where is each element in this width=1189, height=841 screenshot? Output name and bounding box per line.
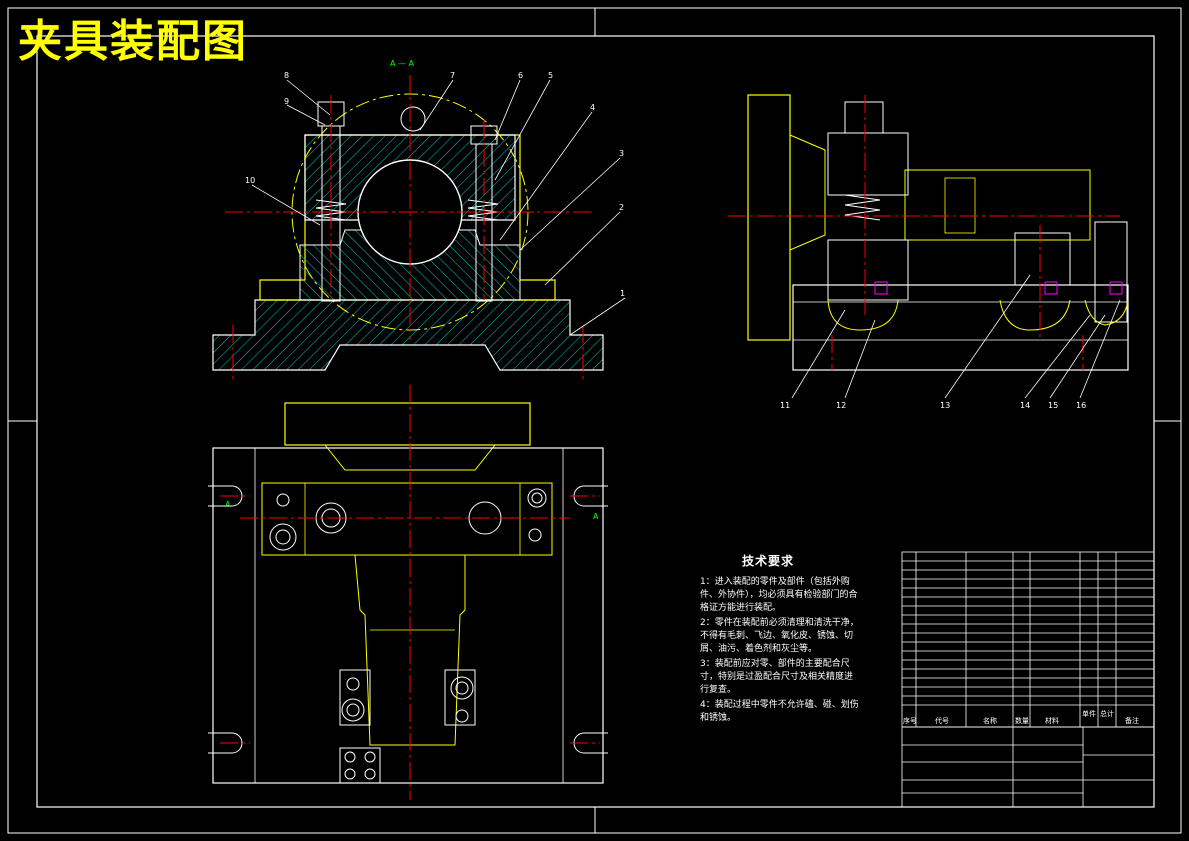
side-base (792, 284, 1129, 371)
balloon-4: 4 (590, 103, 595, 112)
top-clamp-bar (261, 482, 553, 556)
balloon-9: 9 (284, 97, 289, 106)
side-view: 11 12 13 14 15 16 (728, 94, 1129, 410)
section-label: A — A (390, 59, 415, 68)
bom-header-qty: 数量 (1015, 716, 1029, 725)
balloon-16: 16 (1076, 401, 1086, 410)
bom-header-total: 总计 (1100, 709, 1114, 718)
bom-header-code: 代号 (935, 716, 949, 725)
balloon-10: 10 (245, 176, 255, 185)
bom-header-material: 材料 (1045, 716, 1059, 725)
drawing-frame (7, 7, 1182, 834)
balloon-12: 12 (836, 401, 846, 410)
bom-table (901, 551, 1155, 808)
clamp-block-upper (827, 132, 909, 196)
top-base (212, 447, 604, 784)
end-stop (1094, 221, 1128, 323)
tech-item-4: 4：装配过程中零件不允许磕、碰、划伤和锈蚀。 (700, 700, 859, 723)
bom-header-name: 名称 (983, 716, 997, 725)
balloon-7: 7 (450, 71, 455, 80)
tech-item-1: 1：进入装配的零件及部件（包括外购件、外协件），均必须具有检验部门的合格证方能进… (700, 577, 858, 613)
clamp-nut (844, 101, 884, 134)
balloon-14: 14 (1020, 401, 1030, 410)
balloon-1: 1 (620, 289, 625, 298)
bom-header-unit: 单件 (1082, 709, 1096, 718)
view-mark-right: A (593, 512, 599, 521)
workpiece-shaft (904, 169, 1091, 241)
balloon-8: 8 (284, 71, 289, 80)
faceplate (747, 94, 791, 341)
balloon-3: 3 (619, 149, 624, 158)
v-support (1014, 232, 1071, 286)
top-shaft (354, 554, 466, 746)
tech-heading: 技术要求 (742, 554, 795, 568)
balloon-13: 13 (940, 401, 950, 410)
section-marker: A — A (390, 59, 415, 68)
balloon-11: 11 (780, 401, 790, 410)
tech-item-3: 3：装配前应对零、部件的主要配合尺寸，特别是过盈配合尺寸及相关精度进行复查。 (700, 659, 854, 695)
bom-header-no: 序号 (903, 716, 917, 725)
front-view: A — A 1 2 3 4 5 6 7 8 9 10 (212, 59, 626, 380)
balloon-15: 15 (1048, 401, 1058, 410)
view-mark-left: A (225, 500, 231, 509)
top-faceplate (284, 402, 531, 446)
bom-header-remark: 备注 (1125, 716, 1139, 725)
balloon-6: 6 (518, 71, 523, 80)
balloon-5: 5 (548, 71, 553, 80)
drawing-title: 夹具装配图 (18, 16, 248, 67)
technical-requirements: 技术要求 1：进入装配的零件及部件（包括外购件、外协件），均必须具有检验部门的合… (700, 555, 860, 727)
base-plate (212, 299, 604, 371)
clamp-block-lower (827, 239, 909, 301)
slots (208, 485, 608, 754)
top-bolts (269, 488, 547, 780)
tech-item-2: 2：零件在装配前必须清理和清洗干净，不得有毛刺、飞边、氧化皮、锈蚀、切屑、油污、… (700, 618, 859, 654)
balloon-2: 2 (619, 203, 624, 212)
top-view: A A (208, 385, 608, 800)
locator-pins (874, 281, 1123, 295)
clamp-hole-top (400, 106, 426, 132)
taper-body (789, 134, 826, 251)
